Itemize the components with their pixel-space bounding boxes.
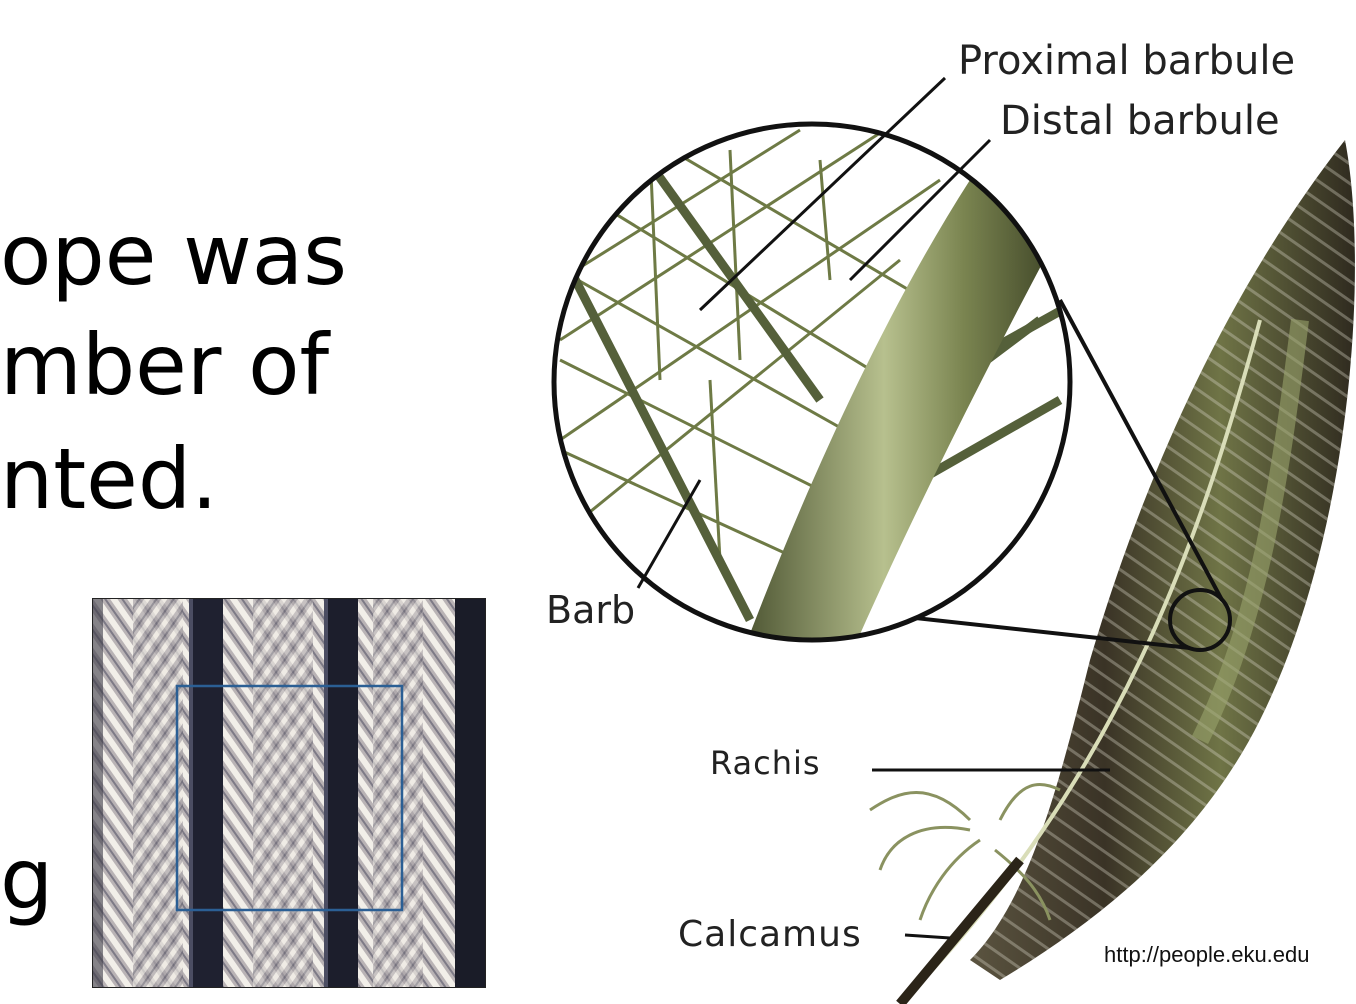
microscope-image (92, 598, 486, 988)
label-distal-barbule: Distal barbule (1000, 98, 1280, 144)
label-barb: Barb (546, 588, 635, 632)
feather-diagram (500, 20, 1356, 1004)
source-url: http://people.eku.edu (1104, 942, 1310, 968)
label-calcamus: Calcamus (678, 914, 862, 955)
leader-calcamus (905, 935, 950, 938)
slide-text-line: g (0, 824, 53, 934)
label-rachis: Rachis (710, 744, 821, 782)
slide-text-line: ope was (0, 200, 347, 310)
slide-text-line: mber of (0, 310, 329, 420)
label-proximal-barbule: Proximal barbule (958, 38, 1295, 84)
slide-text-line: nted. (0, 424, 218, 534)
